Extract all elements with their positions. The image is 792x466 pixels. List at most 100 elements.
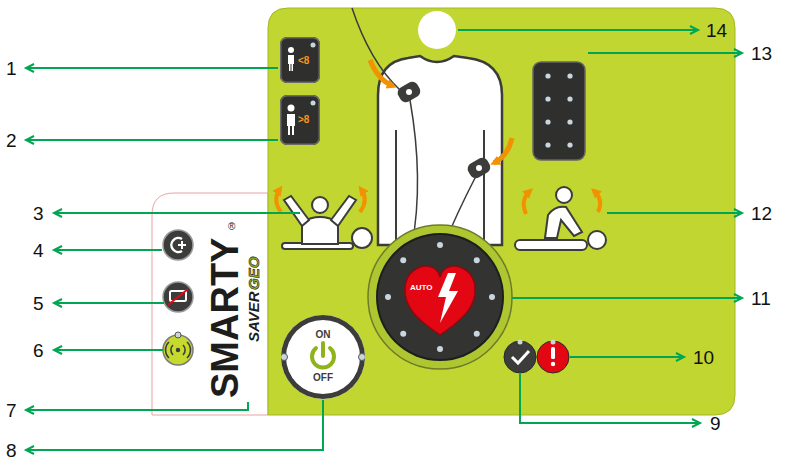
torso-figure [494, 138, 512, 163]
leader-line [54, 249, 162, 251]
callout-number: 12 [751, 204, 772, 223]
person-icon [288, 47, 294, 53]
status-ok-button [504, 340, 536, 374]
torso-figure [476, 165, 482, 171]
indicator-dot [437, 346, 443, 352]
leader-line [54, 212, 300, 214]
control-panel: <8 >8AUTO ON OFF SMARTYSAVERGEO ® [152, 8, 735, 415]
indicator-dot [385, 294, 391, 300]
brand-logo: GEO [246, 257, 261, 290]
patient-button: <8 [280, 37, 320, 83]
cpr-figure [515, 187, 606, 250]
leader-line [520, 374, 700, 423]
torso-figure [370, 60, 393, 86]
breathing-check-figure [312, 197, 328, 213]
torso-figure [378, 56, 502, 245]
brand-logo: SAVER [246, 291, 261, 342]
indicator-dot [311, 101, 316, 106]
shock-button: AUTO [378, 235, 502, 359]
cpr-figure [545, 207, 582, 238]
callout-number: 9 [710, 414, 721, 433]
indicator-dot [474, 331, 480, 337]
switch-label: OFF [313, 373, 333, 383]
leader-line [54, 302, 164, 304]
breathing-check-figure [284, 196, 309, 226]
leader-line [26, 30, 742, 450]
age-label: <8 [298, 56, 309, 66]
patient-button: >8 [280, 95, 320, 145]
status-alert-button [537, 341, 569, 373]
callout-number: 11 [751, 289, 771, 308]
callout-number: 5 [33, 294, 44, 313]
person-icon [288, 55, 294, 71]
torso-figure [465, 156, 492, 181]
leader-line [26, 402, 248, 410]
call-button [163, 230, 193, 260]
leader-line [458, 29, 698, 31]
breathing-check-figure [331, 196, 356, 226]
indicator-dot [437, 242, 443, 248]
status-alert-button [551, 362, 555, 366]
indicator-dot [311, 43, 316, 48]
monitor-button [163, 282, 193, 312]
indicator-dot [400, 257, 406, 263]
electrode-button [533, 62, 585, 160]
indicator-dot [474, 257, 480, 263]
leader-line [26, 139, 278, 141]
callout-number: 2 [6, 131, 17, 150]
callout-number: 8 [6, 441, 17, 460]
power-icon [281, 315, 365, 399]
person-icon [287, 114, 295, 135]
status-ok-button [518, 340, 523, 345]
torso-figure [410, 100, 418, 245]
wireless-button [163, 335, 193, 365]
electrode-button [567, 96, 572, 101]
leader-line [512, 297, 742, 299]
patient-head [418, 11, 456, 49]
electrode-button [533, 62, 585, 160]
mode-label: AUTO [410, 284, 433, 292]
cpr-figure [524, 191, 530, 214]
callout-number: 10 [693, 348, 714, 367]
callout-number: 1 [6, 59, 17, 78]
electrode-button [567, 119, 572, 124]
callout-number: 3 [33, 204, 44, 223]
electrode-button [545, 142, 550, 147]
electrode-button [545, 119, 550, 124]
brand-logo: SMARTY [206, 238, 244, 398]
lightning-symbol [438, 273, 458, 323]
indicator-dot [281, 354, 288, 361]
leader-line [54, 349, 163, 351]
panel-ground [152, 193, 268, 415]
shock-button-ring [368, 225, 512, 369]
switch-label: ON [316, 330, 331, 340]
call-button [163, 230, 193, 260]
person-icon [288, 105, 295, 112]
leader-line [26, 67, 278, 69]
electrode-button [567, 142, 572, 147]
heart-icon [378, 235, 502, 359]
wireless-button [166, 342, 191, 358]
monitor-button [163, 282, 193, 312]
callout-number: 7 [6, 401, 17, 420]
indicator-dot [400, 331, 406, 337]
wireless-button [175, 332, 181, 338]
trademark-sign: ® [228, 222, 235, 232]
wireless-button [176, 348, 180, 352]
leader-line [607, 212, 742, 214]
call-button [178, 241, 186, 249]
torso-figure [352, 8, 400, 90]
monitor-button [168, 289, 188, 305]
callout-number: 4 [33, 241, 44, 260]
torso-figure [395, 80, 422, 105]
patient-head [418, 11, 456, 49]
torso-figure [406, 89, 412, 95]
callout-number: 14 [706, 21, 727, 40]
status-alert-button [537, 340, 569, 374]
leader-line [570, 356, 684, 358]
breathing-check-figure [352, 228, 372, 248]
cpr-figure [594, 191, 600, 212]
electrode-button [567, 73, 572, 78]
